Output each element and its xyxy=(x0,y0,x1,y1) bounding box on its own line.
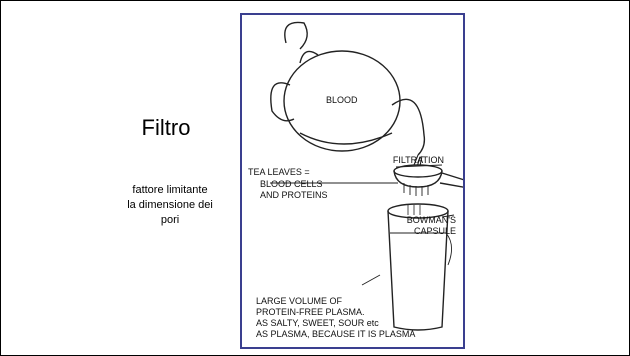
strainer-icon xyxy=(393,164,463,196)
subtitle-line: la dimensione dei xyxy=(127,199,213,211)
label-tea-leaves: TEA LEAVES = xyxy=(248,167,310,177)
filtration-illustration: BLOOD FILTRATION TEA LEAVES = BLOOD CELL… xyxy=(240,13,465,349)
label-bowmans-capsule: CAPSULE xyxy=(414,226,456,236)
slide-title: Filtro xyxy=(141,115,191,140)
pointer-lines xyxy=(270,164,455,286)
label-tea-leaves: AND PROTEINS xyxy=(260,190,328,200)
label-plasma: LARGE VOLUME OF xyxy=(256,296,343,306)
label-tea-leaves: BLOOD CELLS xyxy=(260,179,323,189)
teapot-strainer-glass-drawing: BLOOD FILTRATION TEA LEAVES = BLOOD CELL… xyxy=(248,21,463,339)
label-plasma: AS SALTY, SWEET, SOUR etc xyxy=(256,318,379,328)
label-blood: BLOOD xyxy=(326,95,358,105)
label-filtration: FILTRATION xyxy=(393,155,444,165)
label-plasma: PROTEIN-FREE PLASMA. xyxy=(256,307,365,317)
glass-icon xyxy=(387,203,452,331)
teapot-icon xyxy=(270,21,426,156)
subtitle-line: pori xyxy=(160,214,180,226)
label-bowmans-capsule: BOWMAN'S xyxy=(407,215,456,225)
slide-subtitle: fattore limitante la dimensione dei pori xyxy=(109,183,231,228)
subtitle-line: fattore limitante xyxy=(132,184,208,196)
label-plasma: AS PLASMA, BECAUSE IT IS PLASMA xyxy=(256,329,415,339)
